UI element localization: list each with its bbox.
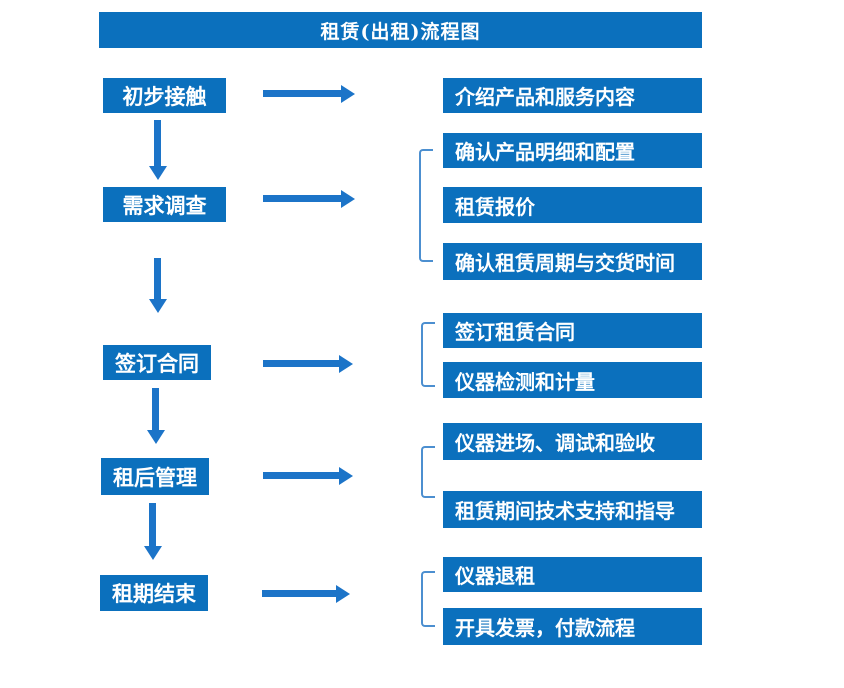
right-arrow-icon [262, 590, 336, 597]
right-arrow-icon [263, 195, 341, 202]
down-arrow-icon [154, 120, 161, 166]
detail-box-instrument-entry: 仪器进场、调试和验收 [443, 423, 702, 460]
group-bracket [421, 322, 435, 387]
stage-box-demand-survey: 需求调查 [103, 187, 226, 222]
right-arrow-icon [263, 360, 339, 367]
detail-box-invoice-payment: 开具发票，付款流程 [443, 608, 702, 645]
group-bracket [419, 149, 433, 262]
detail-box-confirm-rental-period: 确认租赁周期与交货时间 [443, 243, 702, 280]
detail-box-rental-quote: 租赁报价 [443, 187, 702, 223]
group-bracket [421, 446, 435, 498]
down-arrow-icon [154, 258, 161, 299]
flowchart-title: 租赁(出租)流程图 [99, 12, 702, 48]
stage-box-initial-contact: 初步接触 [103, 78, 226, 113]
down-arrow-icon [152, 388, 159, 430]
down-arrow-icon [149, 503, 156, 546]
stage-box-lease-end: 租期结束 [100, 575, 208, 611]
detail-box-instrument-testing: 仪器检测和计量 [443, 362, 702, 398]
detail-box-introduce-products: 介绍产品和服务内容 [443, 78, 702, 113]
detail-box-confirm-product-details: 确认产品明细和配置 [443, 133, 702, 168]
right-arrow-icon [263, 472, 339, 479]
detail-box-instrument-return: 仪器退租 [443, 557, 702, 592]
detail-box-tech-support: 租赁期间技术支持和指导 [443, 491, 702, 528]
stage-box-sign-contract: 签订合同 [103, 345, 211, 380]
stage-box-post-rental-management: 租后管理 [101, 458, 209, 495]
detail-box-sign-lease-contract: 签订租赁合同 [443, 313, 702, 348]
group-bracket [421, 571, 435, 627]
right-arrow-icon [263, 90, 341, 97]
